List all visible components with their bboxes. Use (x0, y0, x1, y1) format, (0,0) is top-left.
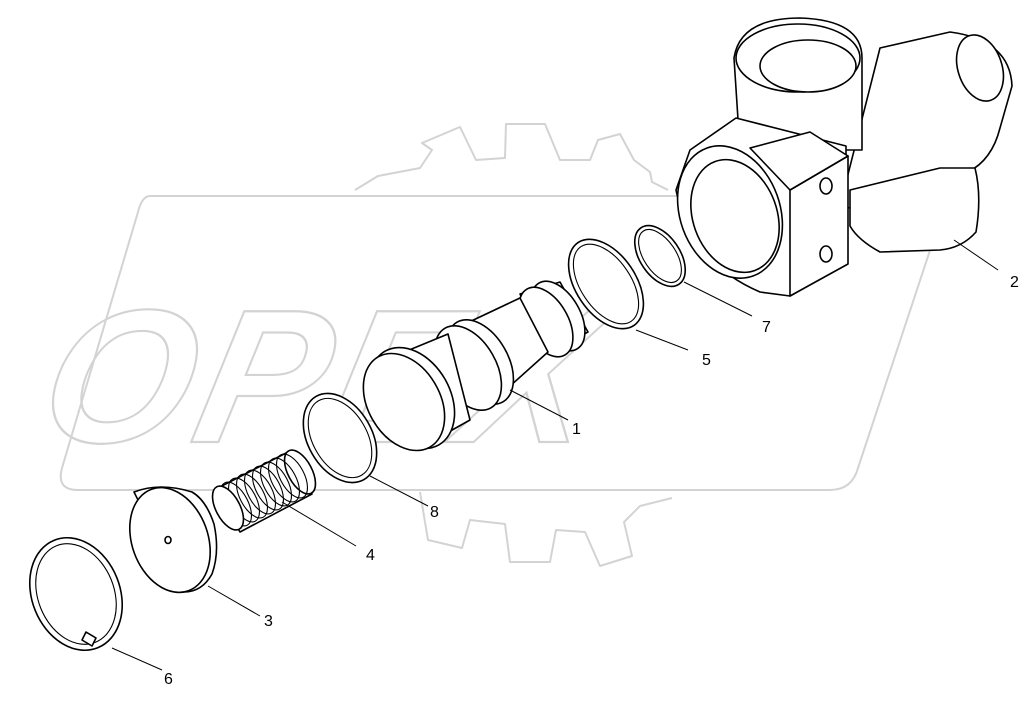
callout-2: 2 (1010, 274, 1019, 291)
leader-line-4 (281, 501, 357, 547)
leader-line-2 (953, 239, 999, 271)
part-3-end-cap (128, 486, 218, 594)
part-4-spring (211, 449, 317, 533)
leader-line-8 (369, 475, 429, 507)
callout-3: 3 (264, 613, 273, 630)
callouts: 1 2 3 4 5 6 7 8 (164, 274, 1019, 688)
leader-line-1 (509, 389, 569, 421)
leader-line-3 (207, 585, 261, 617)
callout-5: 5 (702, 352, 711, 369)
watermark-gear-outline (354, 123, 669, 191)
leader-lines (111, 239, 999, 671)
part-1-piston (362, 280, 589, 452)
callout-1: 1 (572, 421, 581, 438)
callout-8: 8 (430, 504, 439, 521)
callout-6: 6 (164, 671, 173, 688)
part-2-valve-body (675, 17, 1013, 297)
part-6-retaining-ring (28, 536, 124, 652)
callout-4: 4 (366, 547, 375, 564)
leader-line-6 (111, 647, 163, 671)
watermark-gear-bottom (419, 491, 673, 567)
leader-line-7 (683, 281, 753, 317)
part-7-o-ring-small (633, 224, 687, 288)
callout-7: 7 (762, 319, 771, 336)
part-8-o-ring (302, 392, 378, 484)
part-5-o-ring (567, 238, 645, 330)
leader-line-5 (635, 329, 689, 351)
